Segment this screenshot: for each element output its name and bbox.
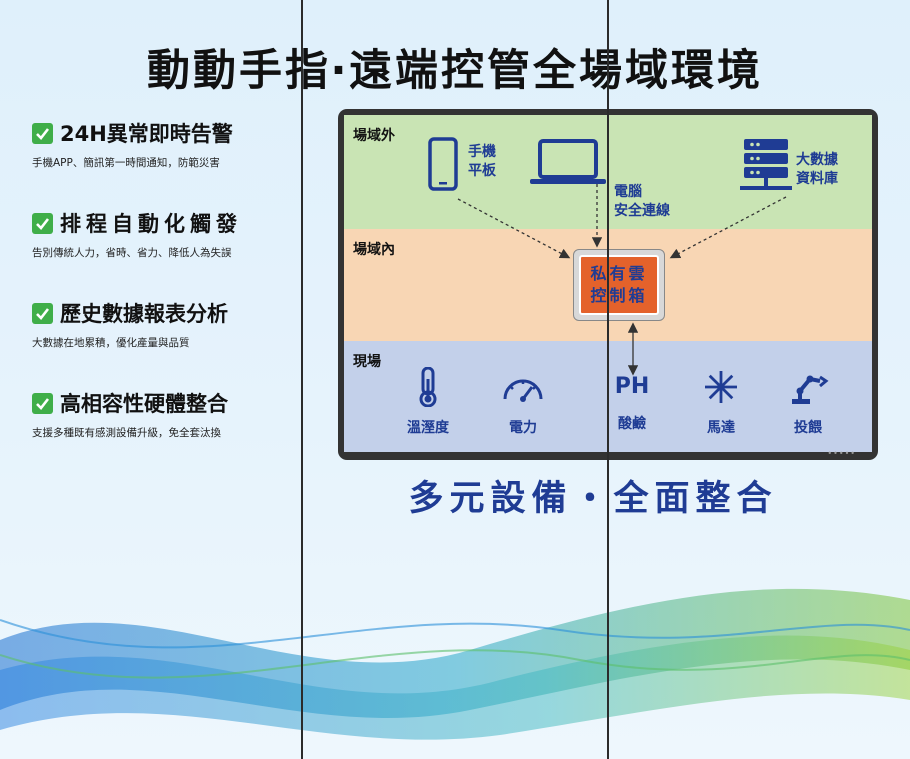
feature-desc: 大數據在地累積，優化產量與品質 (32, 337, 190, 349)
database-device (740, 139, 792, 197)
panel-divider-left (301, 0, 303, 759)
screen-indicator-dots: ••••• (827, 449, 856, 458)
site-item-label: 酸鹼 (618, 416, 646, 432)
feature-desc: 告別傳統人力，省時、省力、降低人為失誤 (32, 247, 232, 259)
check-icon (32, 212, 53, 234)
control-box-line2: 控制箱 (590, 286, 648, 305)
feature-item: 排程自動化觸發 告別傳統人力，省時、省力、降低人為失誤 (32, 208, 302, 260)
site-item-ph: PH 酸鹼 (592, 367, 672, 433)
feature-item: 歷史數據報表分析 大數據在地累積，優化產量與品質 (32, 298, 302, 350)
phone-label: 手機 平板 (468, 144, 496, 179)
site-item-feeding: 投餵 (768, 367, 848, 437)
private-cloud-control-box: 私有雲 控制箱 (573, 249, 665, 321)
phone-icon (428, 137, 458, 191)
site-item-label: 溫溼度 (407, 420, 449, 436)
site-item-label: 電力 (509, 420, 537, 436)
feature-desc: 支援多種既有感測設備升級，免全套汰換 (32, 427, 221, 439)
server-icon (740, 139, 792, 190)
feature-desc: 手機APP、簡訊第一時間通知，防範災害 (32, 157, 220, 169)
page-title: 動動手指‧遠端控管全場域環境 (147, 46, 763, 96)
site-item-temperature: 溫溼度 (388, 366, 468, 437)
feature-title: 歷史數據報表分析 (60, 302, 228, 326)
site-item-power: 電力 (483, 367, 563, 437)
zone-label-site: 現場 (353, 354, 381, 370)
thermometer-icon (419, 366, 437, 408)
phone-device (428, 137, 458, 195)
zone-label-inside: 場域內 (353, 242, 395, 258)
wave-decoration (0, 588, 910, 740)
laptop-icon (530, 139, 606, 184)
feature-list: 24H異常即時告警 手機APP、簡訊第一時間通知，防範災害 排程自動化觸發 告別… (32, 118, 302, 478)
database-label: 大數據 資料庫 (796, 152, 838, 187)
feature-item: 24H異常即時告警 手機APP、簡訊第一時間通知，防範災害 (32, 118, 302, 170)
feature-title: 24H異常即時告警 (60, 122, 233, 146)
control-box-line1: 私有雲 (590, 264, 648, 283)
connection-arrows (457, 184, 787, 376)
check-icon (32, 392, 53, 414)
feature-title: 高相容性硬體整合 (60, 392, 228, 416)
check-icon (32, 122, 53, 144)
site-item-label: 馬達 (707, 420, 735, 436)
zone-label-outside: 場域外 (353, 128, 395, 144)
check-icon (32, 302, 53, 324)
asterisk-icon (705, 371, 737, 403)
feature-title: 排程自動化觸發 (60, 212, 242, 236)
robot-arm-icon (792, 375, 829, 404)
feature-item: 高相容性硬體整合 支援多種既有感測設備升級，免全套汰換 (32, 388, 302, 440)
laptop-device (530, 139, 606, 191)
gauge-icon (503, 379, 543, 402)
panel-divider-right (607, 0, 609, 759)
ph-icon: PH (614, 374, 650, 399)
computer-label: 電腦 安全連線 (614, 184, 670, 219)
site-item-motor: 馬達 (681, 367, 761, 437)
page-subtitle: 多元設備・全面整合 (408, 479, 778, 519)
site-item-label: 投餵 (794, 420, 822, 436)
